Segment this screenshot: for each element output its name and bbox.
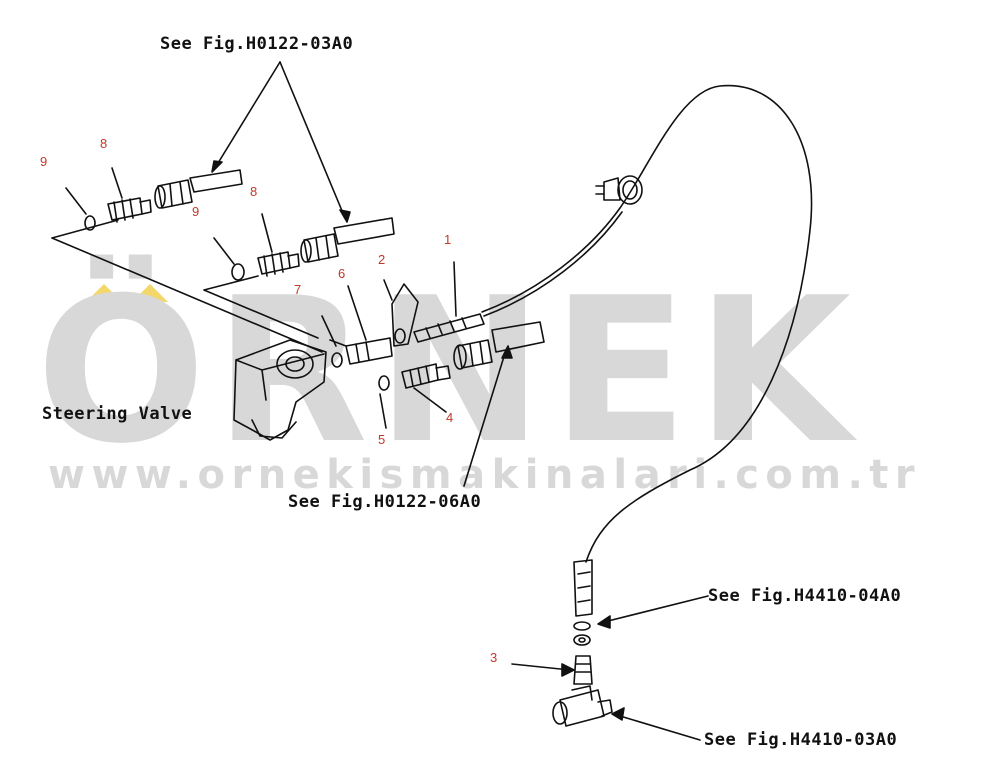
leader-top-left: [214, 61, 281, 169]
fitting-3: [511, 655, 593, 685]
steering-valve-body: [233, 339, 327, 441]
long-hose-inner: [483, 211, 623, 317]
hose-clamp: [595, 175, 643, 205]
construction-line-lower: [203, 275, 319, 339]
long-hose: [481, 84, 813, 563]
o-ring-7: [331, 352, 343, 368]
arrowhead-04: [597, 615, 611, 629]
fitting-4: [401, 363, 451, 413]
arrowhead-top-left: [211, 160, 223, 173]
callout-9-lower: 9: [192, 204, 200, 219]
callout-1: 1: [444, 232, 452, 247]
watermark-accent-left: [86, 284, 122, 302]
ref-fig-h4410-04a0: See Fig.H4410-04A0: [708, 586, 902, 606]
callout-9-upper: 9: [40, 154, 48, 169]
leader-04: [603, 595, 709, 623]
ref-fig-h0122-03a0: See Fig.H0122-03A0: [160, 34, 354, 54]
fitting-8-upper: [107, 197, 152, 223]
hose-fitting-middle: [300, 217, 395, 263]
callout-4: 4: [446, 410, 454, 425]
adapter-6: [329, 337, 393, 365]
nut-stack: [573, 621, 591, 646]
callout-7: 7: [294, 282, 302, 297]
watermark-url: www.ornekismakinalari.com.tr: [48, 452, 922, 498]
leader-top-right: [279, 61, 346, 219]
o-ring-9-upper: [84, 215, 96, 231]
callout-3: 3: [490, 650, 498, 665]
hose-fitting-lower: [453, 321, 545, 370]
ref-fig-h0122-06a0: See Fig.H0122-06A0: [288, 492, 482, 512]
arrowhead-top-right: [339, 209, 351, 223]
tee-fitting: [552, 685, 613, 727]
tube-1: [413, 261, 485, 343]
construction-line-upper: [51, 219, 323, 353]
watermark-accent-right: [132, 284, 168, 302]
callout-2: 2: [378, 252, 386, 267]
watermark-brand: ÖRNEK: [36, 255, 860, 488]
vertical-tube: [573, 559, 593, 617]
steering-valve-label: Steering Valve: [42, 404, 193, 424]
leader-03: [619, 715, 701, 741]
clamp-2: [383, 279, 419, 347]
leader-mid: [463, 349, 507, 487]
o-ring-9-lower: [231, 263, 245, 281]
callout-8-upper: 8: [100, 136, 108, 151]
callout-6: 6: [338, 266, 346, 281]
fitting-8-lower: [257, 251, 300, 277]
callout-5: 5: [378, 432, 386, 447]
callout-8-lower: 8: [250, 184, 258, 199]
arrowhead-mid: [501, 345, 513, 359]
o-ring-5: [378, 375, 390, 391]
arrowhead-03: [611, 707, 625, 721]
ref-fig-h4410-03a0: See Fig.H4410-03A0: [704, 730, 898, 750]
hose-fitting-upper: [154, 169, 243, 209]
